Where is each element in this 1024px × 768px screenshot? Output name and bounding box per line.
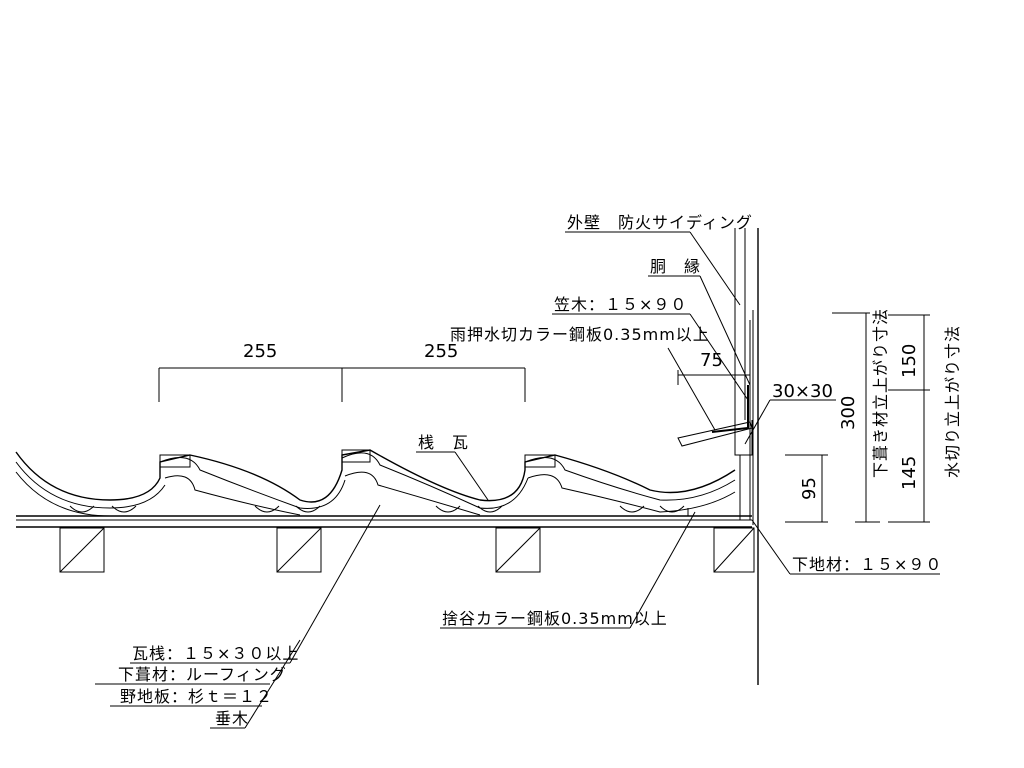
exterior-wall-label: 外壁 防火サイディング [567,213,753,232]
pitch-label-2: 255 [424,341,458,362]
taruki-label: 垂木 [215,709,249,728]
amaosae-label: 雨押水切カラー鋼板0.35mm以上 [450,325,710,344]
height-dimensions: 300 150 145 95 下葺き材立上がり寸法 水切り立上がり寸法 [785,308,962,523]
leader-sutetani: 捨谷カラー鋼板0.35mm以上 [440,511,696,629]
exterior-wall [734,228,759,685]
upper-height-label: 150 [899,344,920,378]
leader-taruki: 垂木 [210,639,301,729]
kasagi-label: 笠木：１５×９０ [554,295,687,314]
rafters [59,527,755,573]
sub-height-label: 95 [799,477,820,500]
shitajizai-label: 下地材：１５×９０ [792,555,942,574]
pitch-dimension: 255 255 [158,341,526,402]
leader-shitabuki: 下葺材：ルーフィング [95,665,287,685]
rafter [713,527,755,573]
overlap-label: 75 [700,350,723,371]
pitch-label-1: 255 [243,341,277,362]
leader-amaosae: 雨押水切カラー鋼板0.35mm以上 [450,325,716,431]
roofing-rise-label: 下葺き材立上がり寸法 [871,308,890,478]
corner-block-callout: 30×30 [744,381,836,445]
leader-sangawara: 桟 瓦 [416,433,489,501]
kawarazan-label: 瓦桟：１５×３０以上 [132,644,299,663]
shitabuki-label: 下葺材：ルーフィング [118,665,287,684]
overlap-dimension: 75 [677,350,750,385]
leader-shitajizai: 下地材：１５×９０ [751,519,942,575]
roof-deck [16,515,752,528]
leader-exterior-wall: 外壁 防火サイディング [565,213,753,306]
rafter [59,527,105,573]
leader-kasagi: 笠木：１５×９０ [552,295,749,401]
sutetani-label: 捨谷カラー鋼板0.35mm以上 [442,609,668,628]
flashing-assembly [677,385,753,521]
total-height-label: 300 [838,396,859,430]
nojiita-label: 野地板：杉ｔ＝１２ [120,687,273,706]
rafter [276,527,322,573]
flashing-rise-label: 水切り立上がり寸法 [943,325,962,478]
dobuchi-label: 胴 縁 [650,257,701,276]
lower-height-label: 145 [899,456,920,490]
leader-kawarazan: 瓦桟：１５×３０以上 [130,504,381,664]
sangawara-label: 桟 瓦 [418,433,469,452]
corner-block-label: 30×30 [772,381,833,402]
leader-dobuchi: 胴 縁 [648,257,751,386]
rafter [495,527,541,573]
roof-tiles [15,449,740,517]
leader-nojiita: 野地板：杉ｔ＝１２ [110,687,273,707]
